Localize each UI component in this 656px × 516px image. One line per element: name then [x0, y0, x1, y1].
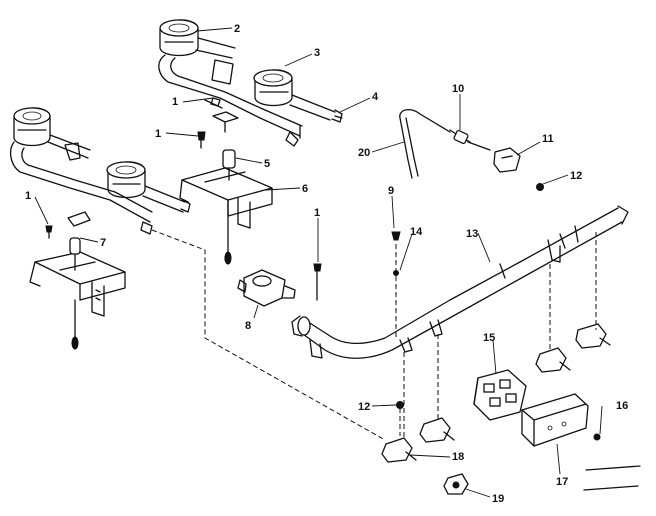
callout-12: 12	[570, 170, 582, 182]
callout-1: 1	[172, 96, 178, 108]
compression-fitting	[453, 129, 491, 151]
left-burner-bracket	[29, 211, 126, 350]
mid-burner-bracket	[179, 167, 273, 265]
screw-item-16	[593, 433, 601, 441]
callout-3: 3	[314, 47, 320, 59]
callout-9: 9	[388, 185, 394, 197]
mid-screw	[197, 131, 206, 149]
callout-1: 1	[25, 190, 31, 202]
callout-5: 5	[264, 158, 270, 170]
callout-17: 17	[556, 476, 568, 488]
shutoff-valve	[493, 147, 521, 173]
callout-14: 14	[410, 226, 423, 238]
left-screw	[45, 225, 53, 239]
mid-spacer-item-5	[222, 149, 236, 181]
ignition-switch	[473, 369, 527, 421]
callout-18: 18	[452, 451, 464, 463]
callout-13: 13	[466, 228, 478, 240]
callout-4: 4	[372, 91, 379, 103]
callout-12: 12	[358, 401, 370, 413]
burner-valve-left-item-18	[381, 352, 417, 463]
callout-6: 6	[302, 183, 308, 195]
rear-right-burner	[253, 69, 343, 123]
pressure-regulator	[237, 269, 296, 307]
screw-item-9	[391, 231, 401, 241]
callout-1: 1	[314, 207, 320, 219]
screw-item-1-manifold	[313, 263, 322, 301]
front-orifice	[140, 221, 153, 235]
burner-valve-right	[575, 232, 611, 349]
valve-knob-item-19	[443, 473, 469, 495]
burner-valve-mid-right	[535, 264, 571, 373]
callout-1: 1	[155, 128, 161, 140]
gas-line-dashed	[151, 229, 386, 441]
rear-burner-tube	[158, 54, 303, 139]
callout-8: 8	[245, 320, 251, 332]
gas-manifold	[291, 205, 629, 359]
leader-lines	[34, 27, 603, 498]
callout-11: 11	[542, 133, 554, 145]
switch-bracket	[521, 393, 589, 447]
front-left-burner	[13, 107, 51, 147]
nut-item-12	[536, 183, 544, 191]
pilot-tube	[399, 108, 471, 179]
callout-20: 20	[358, 147, 370, 159]
callout-16: 16	[616, 400, 628, 412]
callout-10: 10	[452, 83, 464, 95]
wire-stub	[583, 465, 641, 491]
rear-orifice-hood	[285, 115, 343, 147]
front-right-burner	[106, 161, 191, 213]
rear-left-burner	[159, 19, 236, 59]
burner-valve-mid	[419, 334, 455, 443]
nut-item-14	[393, 270, 399, 276]
front-burner-tube	[9, 134, 153, 223]
rear-mounting-bracket	[204, 99, 239, 133]
callout-7: 7	[100, 237, 106, 249]
callout-2: 2	[234, 23, 240, 35]
callout-15: 15	[483, 332, 495, 344]
callout-19: 19	[492, 493, 504, 505]
nut-item-12-lower	[396, 401, 404, 436]
upper-bracket-screw	[210, 97, 221, 107]
